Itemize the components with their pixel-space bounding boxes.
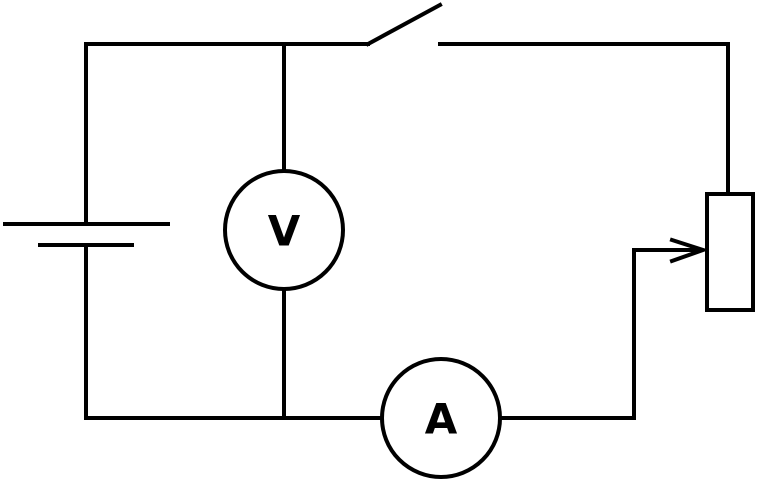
rheostat-body <box>705 192 755 312</box>
ammeter-ring <box>380 357 502 479</box>
rheostat-slider-arrow <box>669 237 710 264</box>
battery <box>3 222 170 247</box>
switch <box>365 2 443 47</box>
bottom-wire-right <box>498 248 702 420</box>
voltmeter: V <box>223 169 345 291</box>
ammeter-label: A <box>425 395 458 444</box>
voltmeter-label: V <box>268 207 301 256</box>
switch-blade <box>365 2 443 47</box>
ammeter: A <box>380 357 502 479</box>
top-wire-right <box>438 42 730 196</box>
voltmeter-ring <box>223 169 345 291</box>
rheostat <box>669 192 755 312</box>
